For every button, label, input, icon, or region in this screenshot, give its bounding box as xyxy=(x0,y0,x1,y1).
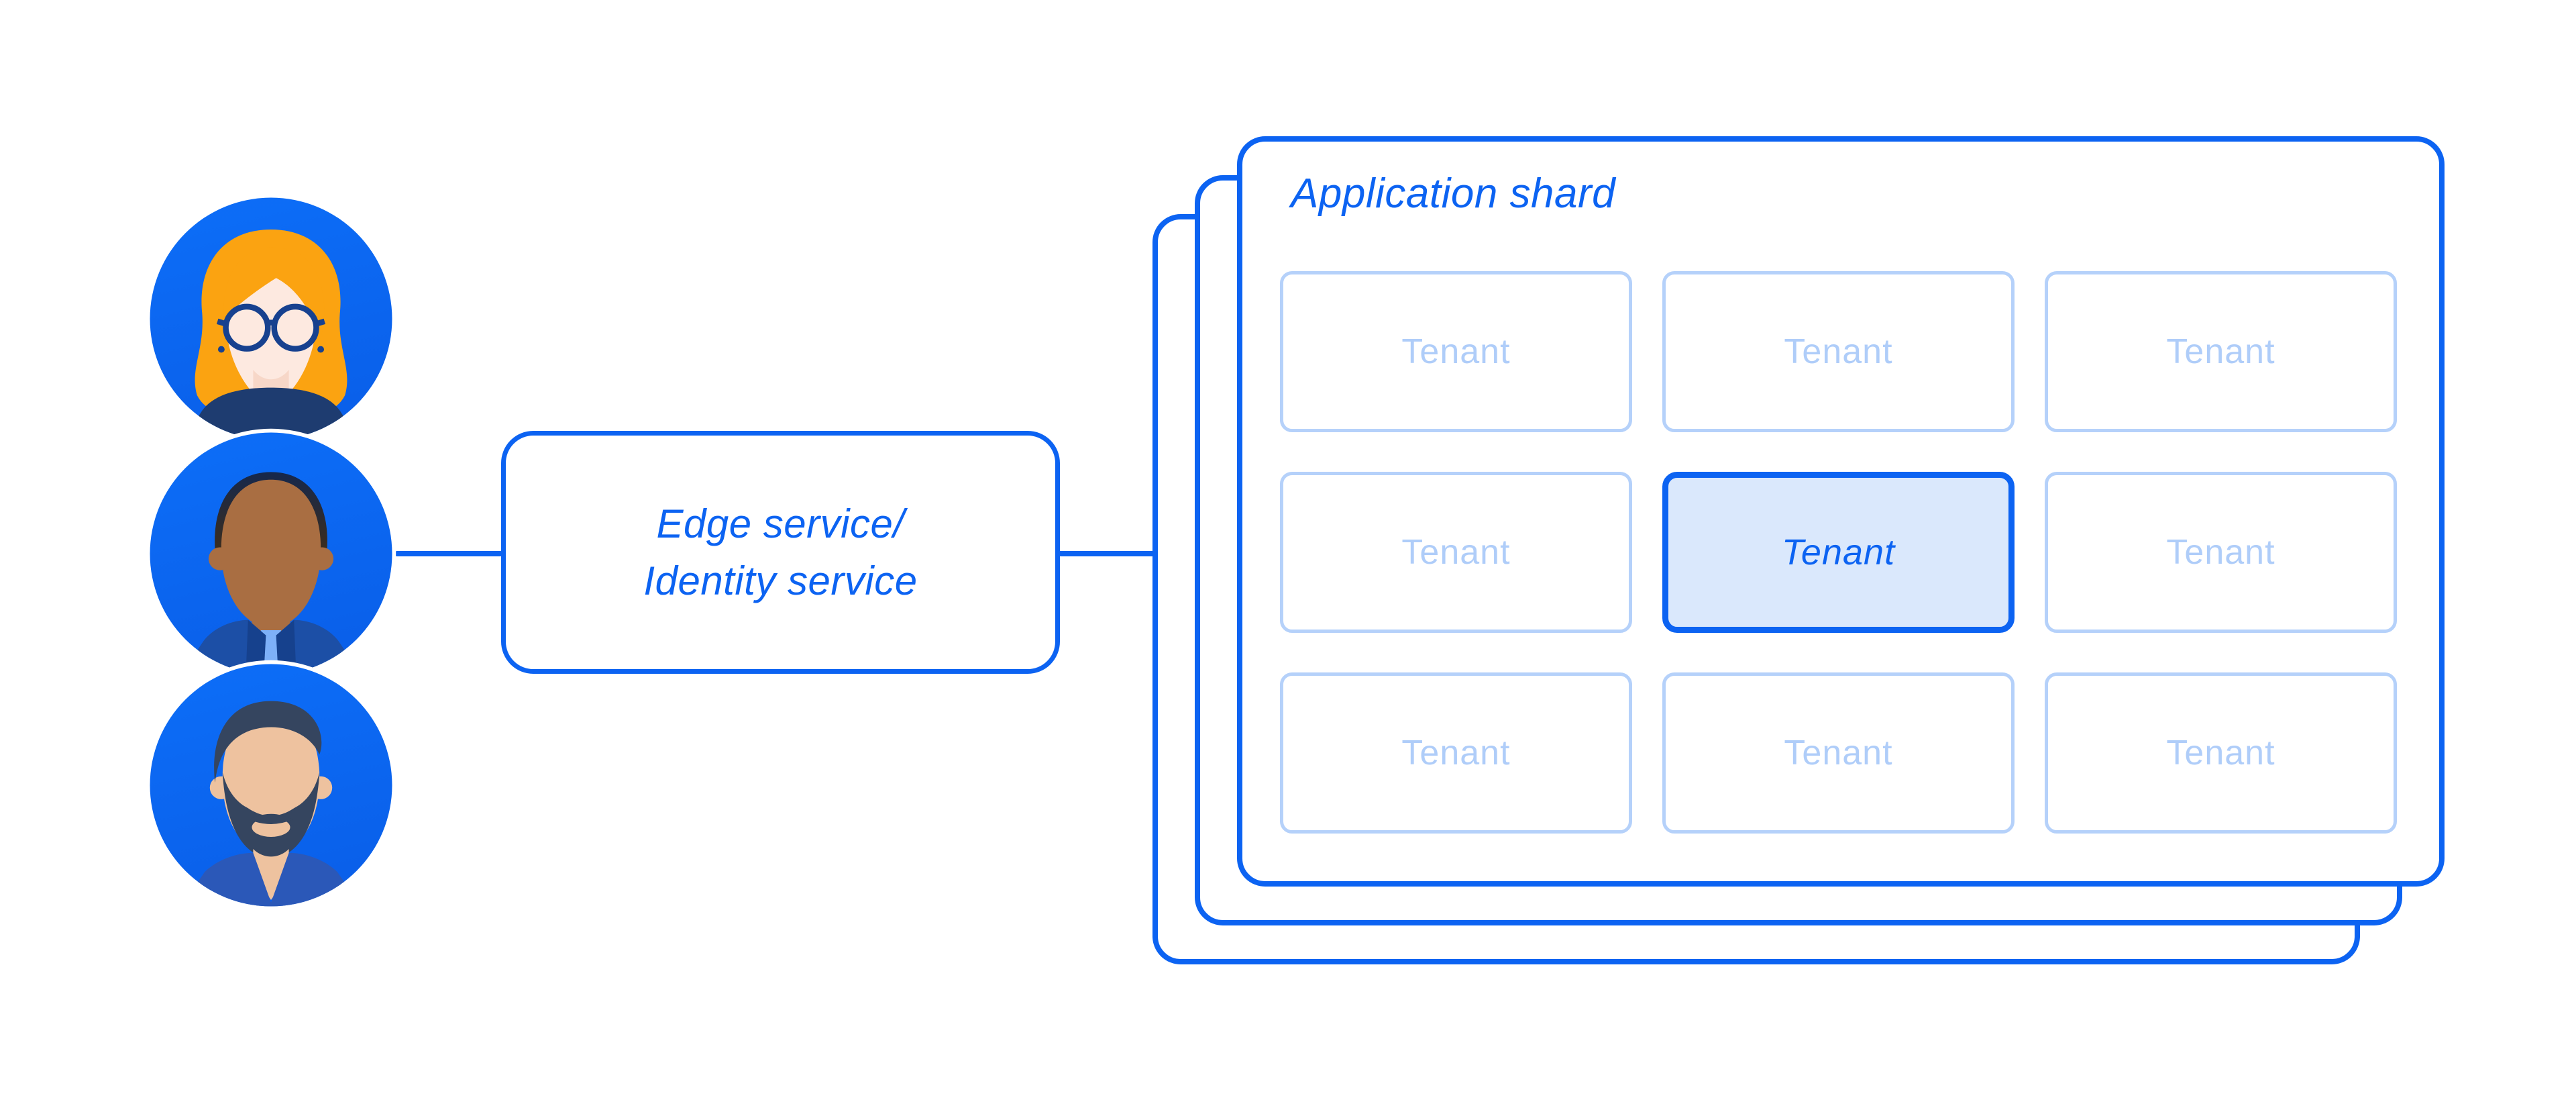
tenant-box: Tenant xyxy=(1280,271,1632,432)
tenant-box: Tenant xyxy=(2045,472,2397,633)
tenant-label: Tenant xyxy=(1401,533,1511,572)
tenant-label: Tenant xyxy=(1784,332,1893,371)
user-avatar-woman xyxy=(144,191,398,446)
tenant-box: Tenant xyxy=(1662,271,2015,432)
tenant-label: Tenant xyxy=(1401,734,1511,772)
tenant-label: Tenant xyxy=(2166,533,2275,572)
avatar-woman-glasses-icon xyxy=(144,191,398,446)
tenant-label: Tenant xyxy=(1781,532,1896,572)
tenant-label: Tenant xyxy=(1784,734,1893,772)
tenant-box: Tenant xyxy=(1280,472,1632,633)
edge-service-label: Edge service/ Identity service xyxy=(643,495,917,609)
tenant-box: Tenant xyxy=(2045,672,2397,834)
tenant-grid: Tenant Tenant Tenant Tenant Tenant Tenan… xyxy=(1280,271,2397,834)
edge-service-box: Edge service/ Identity service xyxy=(501,431,1060,674)
tenant-label: Tenant xyxy=(2166,734,2275,772)
edge-service-label-line1: Edge service/ xyxy=(656,501,905,546)
avatar-man-beard-icon xyxy=(144,658,398,913)
application-shard-title: Application shard xyxy=(1291,170,1616,217)
tenant-box: Tenant xyxy=(1662,672,2015,834)
connector-users-to-edge xyxy=(394,551,503,556)
tenant-box-highlighted: Tenant xyxy=(1662,472,2015,633)
application-shard-panel: Application shard Tenant Tenant Tenant T… xyxy=(1237,136,2445,887)
connector-edge-to-shard xyxy=(1057,551,1158,556)
user-avatar-man xyxy=(144,426,398,681)
edge-service-label-line2: Identity service xyxy=(643,558,918,603)
tenant-label: Tenant xyxy=(1401,332,1511,371)
avatar-man-icon xyxy=(144,426,398,681)
tenant-box: Tenant xyxy=(1280,672,1632,834)
tenant-label: Tenant xyxy=(2166,332,2275,371)
user-avatar-man-beard xyxy=(144,658,398,913)
tenant-box: Tenant xyxy=(2045,271,2397,432)
